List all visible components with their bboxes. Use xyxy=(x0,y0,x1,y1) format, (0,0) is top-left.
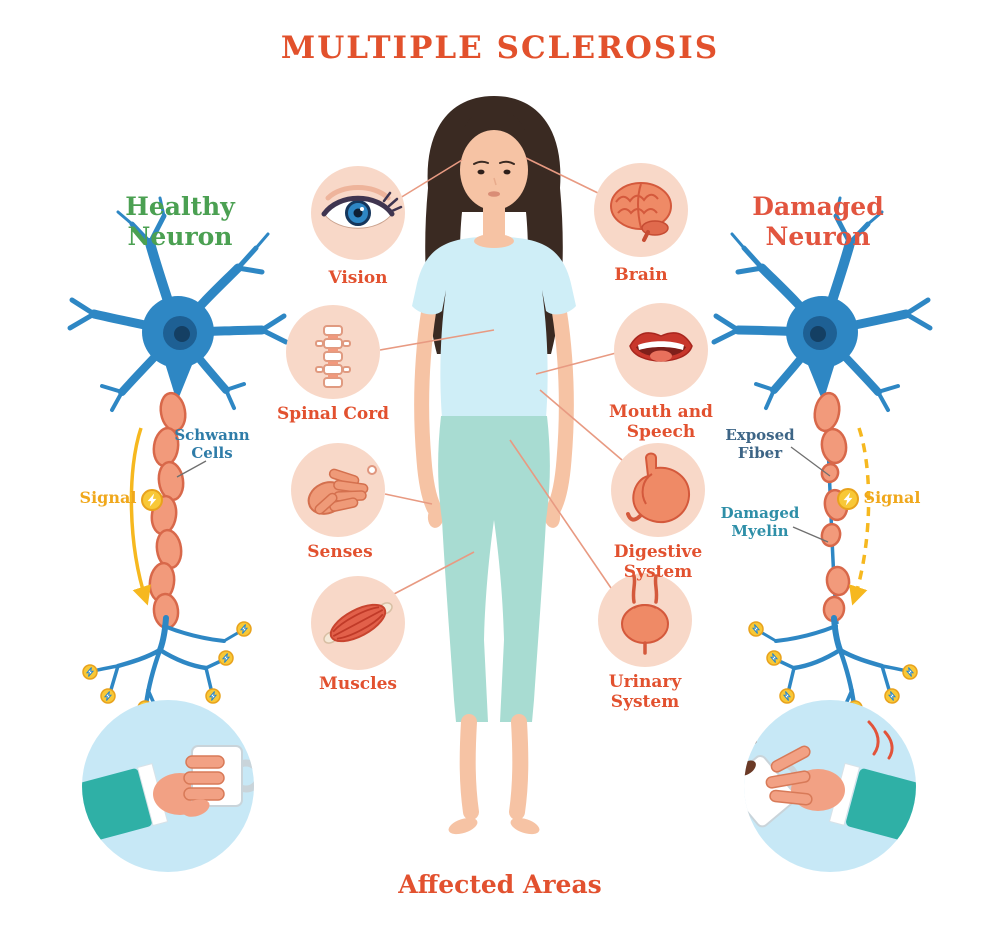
bangs xyxy=(459,110,529,162)
damaged-signal-arrow xyxy=(837,427,871,606)
page-title: MULTIPLE SCLEROSIS xyxy=(280,30,720,66)
healthy-neuron-heading: Healthy Neuron xyxy=(125,192,235,251)
schwann-cells-pointer-line xyxy=(176,460,207,478)
lower-legs xyxy=(459,714,529,820)
exposed-fiber-pointer-line xyxy=(790,446,831,477)
footer-caption: Affected Areas xyxy=(398,870,602,899)
damaged-myelin-label: Damaged Myelin xyxy=(720,504,800,540)
spine-icon xyxy=(315,325,351,388)
woman-figure xyxy=(412,96,576,835)
eye-icon xyxy=(321,185,403,229)
hand-touch-icon xyxy=(307,465,377,515)
damaged-hand-cup xyxy=(744,700,916,872)
area-label-brain: Brain xyxy=(614,265,668,285)
damaged-neuron-figure xyxy=(714,198,930,725)
schwann-cells-label: Schwann Cells xyxy=(174,426,250,462)
tremor-motion-lines xyxy=(867,720,894,760)
muscle-icon xyxy=(323,602,393,644)
healthy-hand-cup xyxy=(82,700,254,872)
neckline xyxy=(474,234,514,248)
exposed-fiber-label: Exposed Fiber xyxy=(725,426,795,462)
bladder-icon xyxy=(621,574,669,655)
healthy-axon xyxy=(148,391,187,630)
damaged-neuron-heading: Damaged Neuron xyxy=(752,192,884,251)
area-label-urinary: Urinary System xyxy=(608,672,682,713)
leggings xyxy=(438,416,550,722)
stomach-icon xyxy=(626,452,691,524)
sleeve xyxy=(846,768,916,847)
area-label-digestive: Digestive System xyxy=(613,542,703,583)
damaged-signal-label: Signal xyxy=(863,488,921,507)
affected-area-circles xyxy=(286,163,708,670)
area-label-spinal-cord: Spinal Cord xyxy=(276,404,390,424)
left-foot xyxy=(448,817,478,835)
area-label-vision: Vision xyxy=(328,268,388,288)
mouth-icon xyxy=(629,332,693,362)
damaged-myelin-pointer-line xyxy=(792,526,829,543)
healthy-signal-label: Signal xyxy=(79,488,137,507)
shirt xyxy=(412,236,576,418)
area-label-mouth-speech: Mouth and Speech xyxy=(609,402,713,443)
area-label-senses: Senses xyxy=(307,542,373,562)
face xyxy=(460,130,528,210)
facial-features xyxy=(473,160,515,197)
connector-lines xyxy=(379,157,623,595)
healthy-neuron-figure xyxy=(70,198,286,725)
area-label-muscles: Muscles xyxy=(319,674,397,694)
healthy-signal-arrow xyxy=(129,427,163,606)
damaged-axon xyxy=(813,391,851,625)
right-foot xyxy=(510,817,540,835)
sleeve xyxy=(82,768,152,847)
brain-icon xyxy=(610,182,672,242)
